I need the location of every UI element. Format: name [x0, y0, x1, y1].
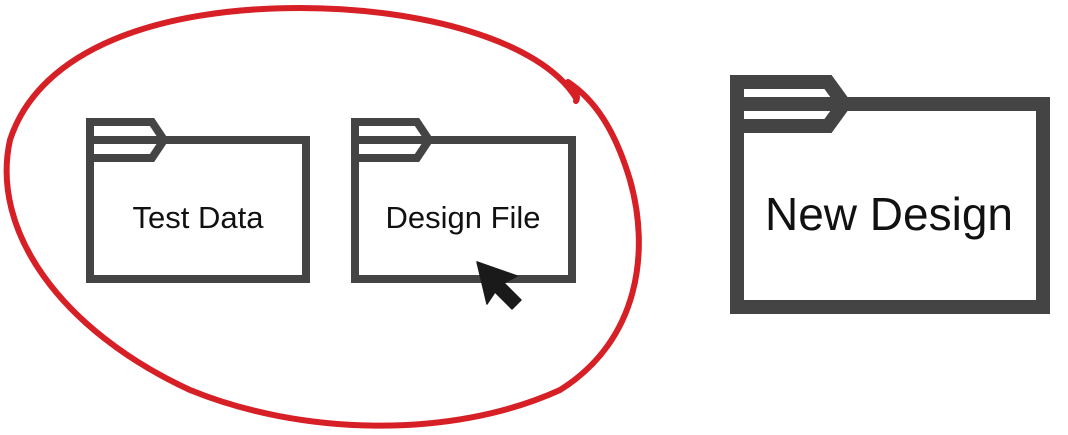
folder-icon — [86, 118, 310, 283]
folder-test-data[interactable]: Test Data — [86, 118, 310, 283]
folder-new-design[interactable]: New Design — [730, 75, 1050, 314]
folder-label: Design File — [385, 200, 540, 235]
folder-label: Test Data — [133, 200, 265, 235]
folder-design-file[interactable]: Design File — [351, 118, 576, 283]
folder-icon — [730, 75, 1050, 314]
arrow-pointer-icon — [476, 261, 522, 310]
selection-lasso — [3, 5, 642, 429]
folder-icon — [351, 118, 576, 283]
folder-label: New Design — [765, 188, 1013, 240]
